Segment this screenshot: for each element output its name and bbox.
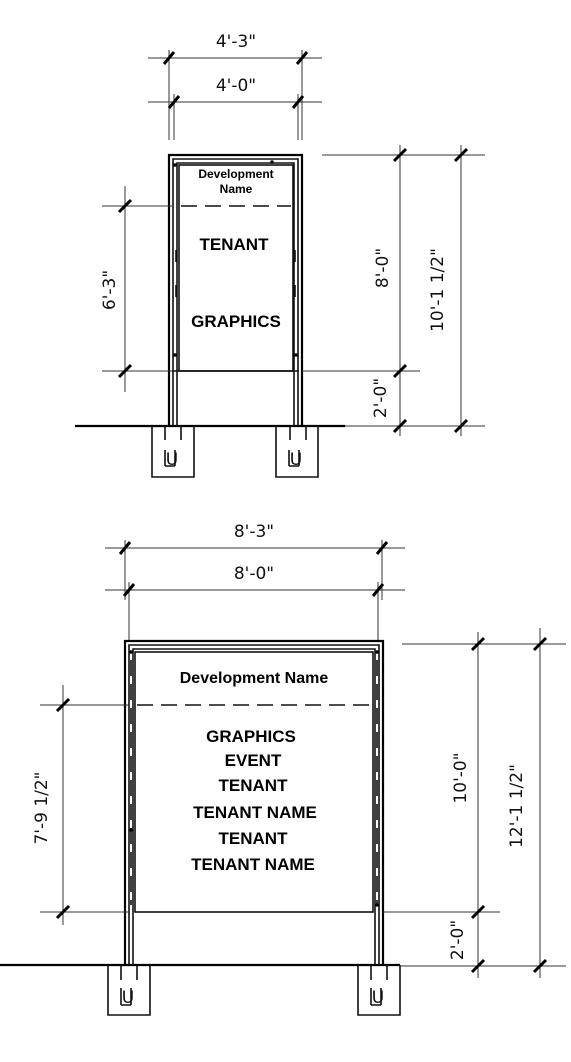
large-body-line-1: GRAPHICS (206, 727, 296, 746)
large-left-footing-label: U (122, 988, 134, 1008)
small-body-line-2: GRAPHICS (191, 312, 281, 331)
large-body-line-5: TENANT (219, 829, 289, 848)
small-graphics-height-dimension: 6'-3" (100, 186, 172, 392)
large-overall-width-dimension: 8'-3" (105, 522, 405, 600)
large-sign: 8'-3" 8'-0" (0, 522, 566, 1016)
large-body-line-4: TENANT NAME (193, 803, 317, 822)
large-body-line-6: TENANT NAME (191, 855, 315, 874)
small-body-line-1: TENANT (200, 235, 270, 254)
large-panel-height-label: 10'-0" (451, 752, 471, 803)
small-sign-frame (164, 153, 307, 440)
large-panel-width-label: 8'-0" (234, 564, 274, 584)
small-sign: 4'-3" 4'-0" (75, 32, 485, 478)
small-panel-width-dimension: 4'-0" (148, 76, 322, 140)
large-overall-width-label: 8'-3" (234, 522, 274, 542)
small-right-footing: U (275, 426, 319, 478)
small-left-footing: U (151, 426, 195, 478)
small-overall-width-dimension: 4'-3" (148, 32, 322, 140)
small-post-height-label: 2'-0" (371, 378, 391, 418)
small-header-line-1: Development (198, 167, 273, 181)
large-graphics-height-dimension: 7'-9 1/2" (32, 685, 130, 925)
small-graphics-height-label: 6'-3" (100, 270, 120, 310)
large-post-height-label: 2'-0" (448, 920, 468, 960)
small-height-dimensions: 8'-0" 2'-0" 10'-1 1/2" (302, 145, 485, 436)
large-sign-panel (134, 651, 374, 913)
large-overall-height-label: 12'-1 1/2" (507, 764, 527, 848)
large-header-text: Development Name (180, 670, 329, 687)
large-sign-frame (120, 639, 388, 980)
small-overall-width-label: 4'-3" (216, 32, 256, 52)
small-panel-width-label: 4'-0" (216, 76, 256, 96)
small-right-footing-label: U (290, 450, 302, 470)
small-panel-height-label: 8'-0" (373, 248, 393, 288)
small-overall-height-label: 10'-1 1/2" (428, 248, 448, 332)
large-panel-width-dimension: 8'-0" (105, 564, 405, 640)
large-height-dimensions: 10'-0" 2'-0" 12'-1 1/2" (383, 628, 566, 978)
large-left-footing: U (107, 965, 151, 1016)
small-left-footing-label: U (166, 450, 178, 470)
large-body-line-3: TENANT (219, 776, 289, 795)
large-graphics-height-label: 7'-9 1/2" (32, 771, 52, 844)
small-header-line-2: Name (220, 182, 253, 196)
large-right-footing-label: U (372, 988, 384, 1008)
large-right-footing: U (357, 965, 401, 1016)
large-body-line-2: EVENT (225, 751, 282, 770)
